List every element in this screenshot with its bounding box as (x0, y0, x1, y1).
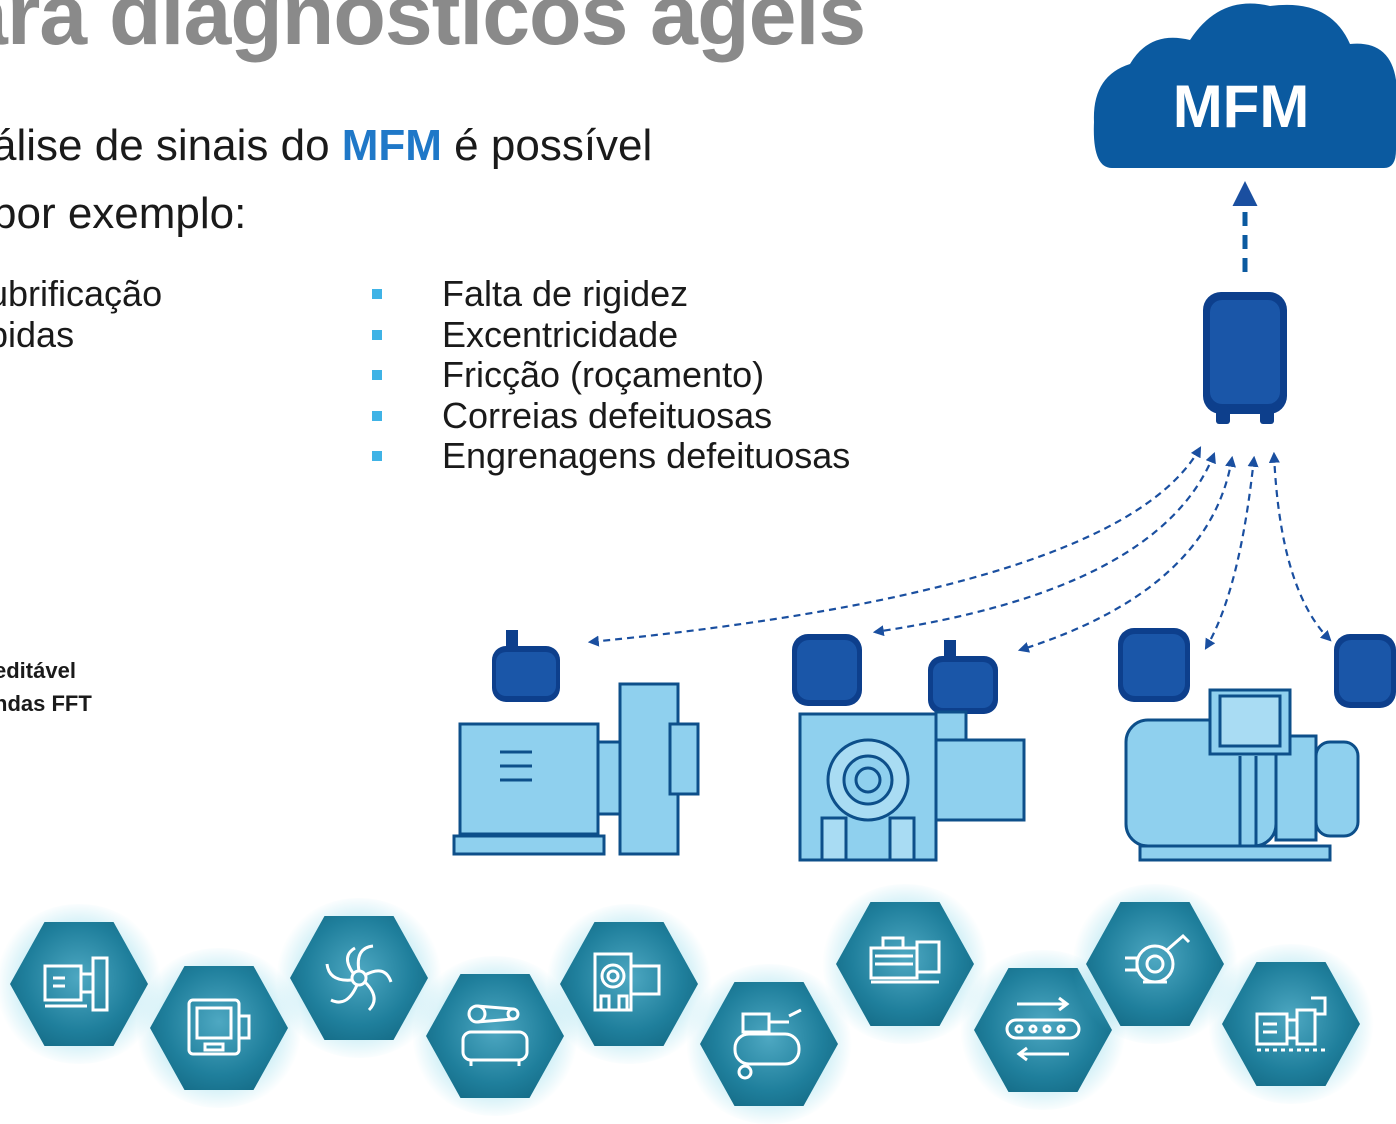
list-item-label: Falta de rigidez (442, 273, 689, 314)
centrifugal-pump-hex (1068, 884, 1242, 1044)
vibration-sensor-icon (1334, 634, 1396, 708)
list-item: Correias defeituosas (370, 394, 850, 437)
pump-set-hex (1204, 944, 1378, 1104)
bullet-square-icon (372, 329, 382, 340)
gearbox-icon (593, 952, 661, 1012)
compressor-hex (682, 964, 856, 1124)
fan-hex (272, 898, 446, 1058)
bullet-square-icon (372, 451, 382, 461)
hex-shape (290, 916, 428, 1040)
side-note: editável ndas FFT (0, 654, 92, 720)
cloud-label: MFM (1172, 73, 1310, 140)
vibration-sensor-icon (492, 630, 560, 702)
intro-text-part: álise de sinais do (0, 121, 342, 170)
motor-assembly-icon (869, 936, 941, 984)
bullet-square-icon (372, 289, 382, 299)
gearbox-motor-icon (798, 710, 1026, 862)
belt-drive-icon (461, 1004, 529, 1066)
list-item: Excentricidade (370, 313, 850, 356)
list-item: ubrificação (0, 273, 163, 314)
side-note-line: editável (0, 658, 76, 683)
pump-machine-icon (452, 682, 700, 856)
side-note-line: ndas FFT (0, 691, 92, 716)
pump-hex (0, 904, 166, 1064)
hex-shape (1086, 902, 1224, 1026)
conveyor-hex (956, 950, 1130, 1110)
vibration-sensor-icon (1118, 628, 1190, 702)
gateway-device-icon (1203, 292, 1287, 424)
compressor-icon (733, 1008, 802, 1080)
vibration-sensor-icon (928, 640, 998, 714)
gearbox-hex (542, 904, 716, 1064)
pump-icon (43, 956, 109, 1012)
motor-hex (132, 948, 306, 1108)
intro-line-1: álise de sinais do MFM é possível (0, 112, 652, 180)
connection-arrows (587, 446, 1332, 653)
mfm-highlight: MFM (341, 121, 442, 170)
conveyor-icon (1005, 996, 1081, 1062)
vibration-sensor-icon (792, 634, 862, 706)
list-item: Falta de rigidez (370, 273, 850, 315)
list-item: Fricção (roçamento) (370, 354, 850, 396)
motor-assembly-hex (818, 884, 992, 1044)
cloud-icon (1093, 3, 1396, 168)
fan-icon (325, 944, 393, 1012)
list-item-label: Correias defeituosas (442, 394, 773, 436)
list-item: pidas (0, 313, 75, 355)
intro-line-2: por exemplo: (0, 189, 247, 238)
list-item-label: Fricção (roçamento) (442, 354, 765, 395)
motor-icon (187, 998, 251, 1056)
electric-motor-icon (1124, 688, 1360, 862)
intro-text-part: é possível (441, 121, 653, 170)
left-bullet-list: ubrificação pidas (0, 273, 163, 355)
page-title: ara diagnósticos ágeis (0, 0, 866, 63)
centrifugal-pump-icon (1125, 933, 1191, 984)
intro-text: álise de sinais do MFM é possível por ex… (0, 112, 652, 248)
pump-set-icon (1255, 996, 1329, 1052)
bullet-square-icon (372, 410, 382, 421)
bullet-square-icon (372, 370, 382, 380)
list-item-label: Excentricidade (442, 313, 679, 355)
